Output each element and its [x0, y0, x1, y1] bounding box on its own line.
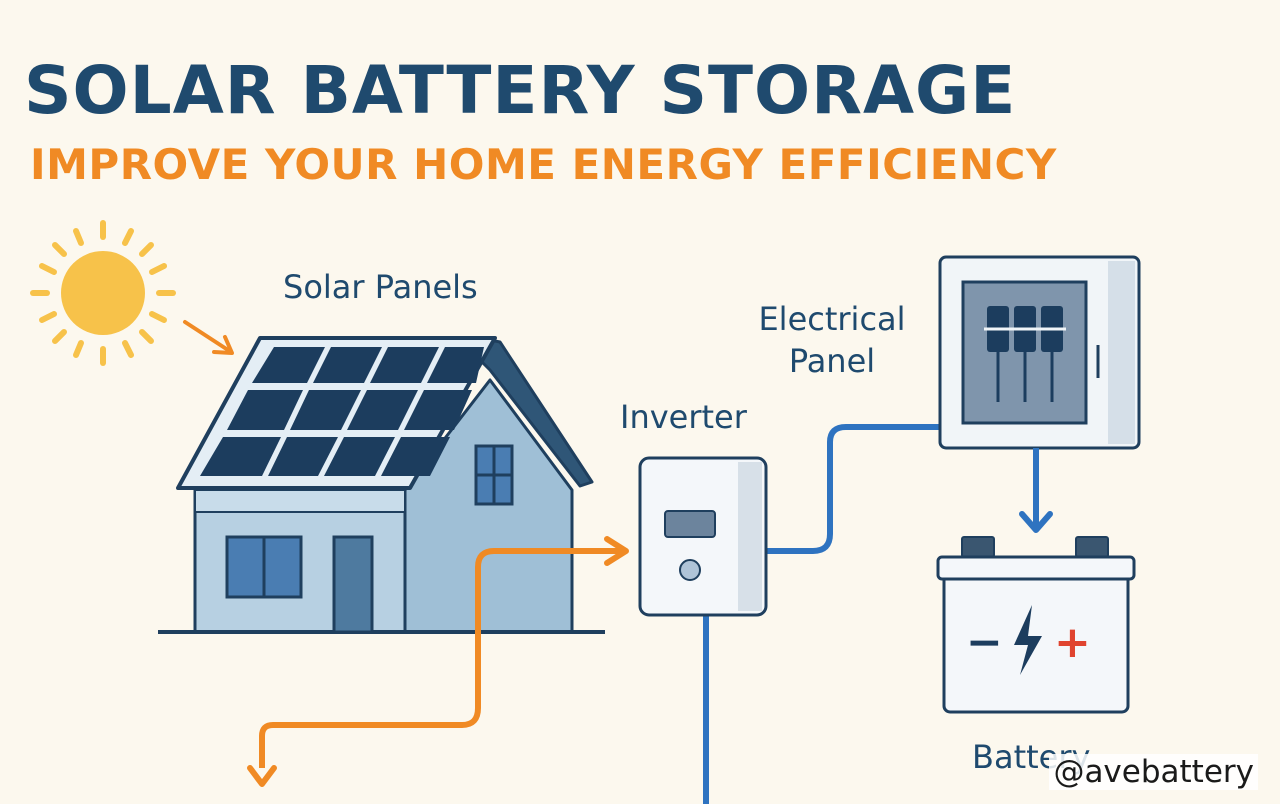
label-electrical-panel-line1: Electrical	[758, 300, 906, 338]
lightning-bolt-icon	[1014, 605, 1042, 675]
diagram-title: SOLAR BATTERY STORAGE	[24, 52, 1017, 129]
battery-minus-symbol: −	[966, 617, 1003, 668]
ac-flow-line	[703, 424, 940, 804]
label-electrical-panel-line2: Panel	[788, 342, 876, 380]
label-solar-panels: Solar Panels	[283, 268, 478, 306]
watermark: @avebattery	[1049, 754, 1258, 790]
inverter-icon	[638, 456, 768, 617]
sunlight-arrow	[183, 320, 234, 355]
diagram-subtitle: IMPROVE YOUR HOME ENERGY EFFICIENCY	[30, 140, 1057, 189]
solar-flow-line	[247, 536, 629, 787]
electrical-panel-icon	[938, 255, 1141, 450]
battery-flow-arrow	[1019, 448, 1053, 533]
battery-icon	[936, 536, 1136, 714]
label-inverter: Inverter	[620, 398, 747, 436]
solar-panel-icon	[200, 347, 484, 476]
sun-icon	[30, 220, 176, 366]
battery-plus-symbol: +	[1054, 617, 1091, 668]
label-electrical-panel: Electrical Panel	[752, 298, 912, 382]
